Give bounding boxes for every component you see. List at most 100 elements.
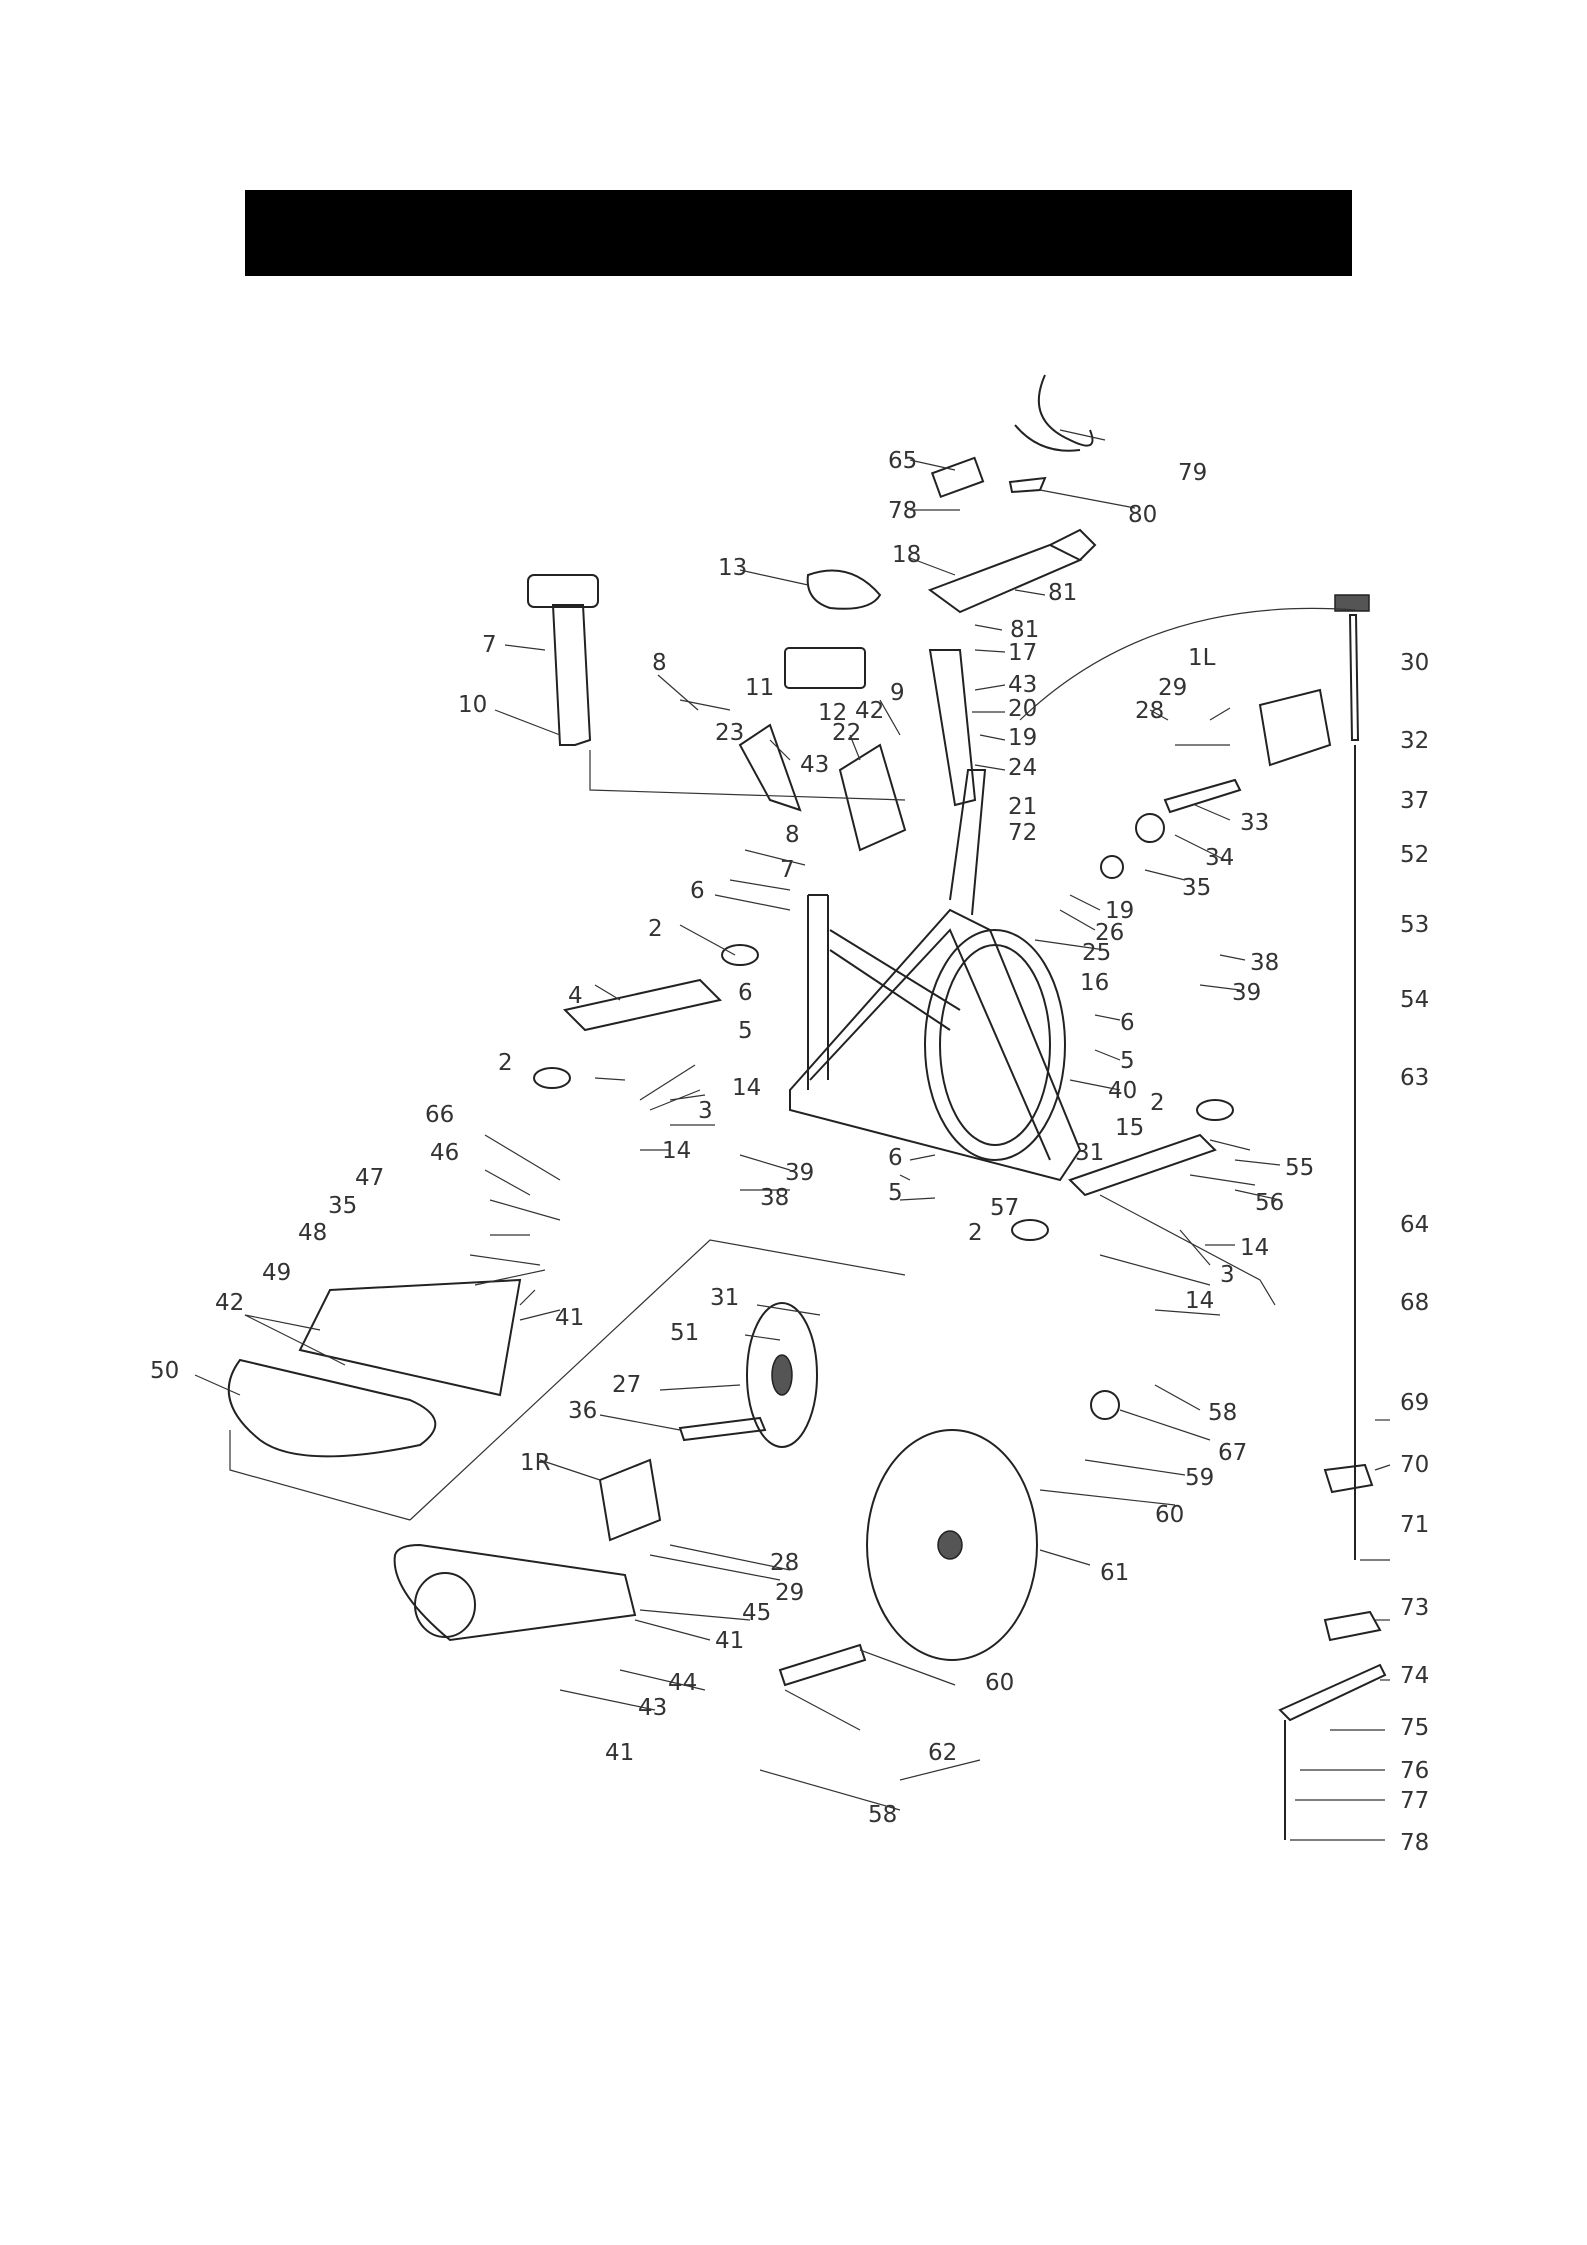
callout-label: 46 (430, 1140, 459, 1166)
callout-label: 67 (1218, 1440, 1247, 1466)
seat (806, 569, 882, 610)
callout-label: 38 (1250, 950, 1279, 976)
callout-label: 26 (1095, 920, 1124, 946)
callout-label: 36 (568, 1398, 597, 1424)
callout-label: 21 (1008, 794, 1037, 820)
callout-label: 14 (662, 1138, 691, 1164)
callout-label: 3 (698, 1098, 713, 1124)
callout-label: 63 (1400, 1065, 1429, 1091)
callout-label: 16 (1080, 970, 1109, 996)
callout-label: 81 (1048, 580, 1077, 606)
guide-line-4 (409, 1239, 906, 1521)
callout-label: 29 (1158, 675, 1187, 701)
callout-label: 6 (1120, 1010, 1135, 1036)
brake-plate (1323, 1610, 1382, 1642)
callout-label: 65 (888, 448, 917, 474)
chain-cover-window (414, 1572, 476, 1638)
seat-tube (949, 769, 987, 916)
belt-pulley-hub (771, 1354, 793, 1396)
callout-label: 3 (1220, 1262, 1235, 1288)
callout-label: 18 (892, 542, 921, 568)
right-crank (678, 1416, 767, 1442)
brake-pad (1323, 1463, 1374, 1494)
left-pedal (1258, 688, 1332, 767)
callout-label: 39 (785, 1160, 814, 1186)
callout-label: 52 (1400, 842, 1429, 868)
callout-label: 60 (1155, 1502, 1184, 1528)
bottle-holder (838, 743, 907, 852)
callout-label: 14 (1240, 1235, 1269, 1261)
callout-label: 35 (1182, 875, 1211, 901)
console (930, 456, 985, 499)
upper-handlebar (927, 528, 1097, 614)
callout-label: 58 (868, 1802, 897, 1828)
callout-label: 74 (1400, 1663, 1429, 1689)
callout-label: 59 (1185, 1465, 1214, 1491)
flywheel-hub (937, 1530, 963, 1560)
callout-label: 47 (355, 1165, 384, 1191)
seat-slider (784, 647, 866, 689)
callout-label: 5 (738, 1018, 753, 1044)
callout-label: 51 (670, 1320, 699, 1346)
callout-label: 5 (888, 1180, 903, 1206)
callout-label: 54 (1400, 987, 1429, 1013)
right-pedal (598, 1458, 662, 1542)
callout-label: 19 (1008, 725, 1037, 751)
callout-label: 14 (1185, 1288, 1214, 1314)
end-cap-front-right (721, 944, 759, 966)
title-bar (245, 190, 1352, 276)
callout-label: 20 (1008, 696, 1037, 722)
callout-label: 27 (612, 1372, 641, 1398)
callout-label: 28 (770, 1550, 799, 1576)
callout-label: 11 (745, 675, 774, 701)
callout-label: 78 (1400, 1830, 1429, 1856)
callout-label: 42 (215, 1290, 244, 1316)
callout-label: 41 (605, 1740, 634, 1766)
callout-label: 13 (718, 555, 747, 581)
bearing-34 (1135, 813, 1165, 843)
rear-stabilizer (1068, 1133, 1217, 1197)
callout-label: 2 (648, 916, 663, 942)
callout-label: 8 (652, 650, 667, 676)
bearing-67 (1090, 1390, 1120, 1420)
callout-label: 6 (690, 878, 705, 904)
callout-label: 1L (1188, 645, 1216, 671)
callout-label: 80 (1128, 502, 1157, 528)
guide-line-5 (1019, 607, 1356, 721)
callout-label: 48 (298, 1220, 327, 1246)
callout-label: 78 (888, 498, 917, 524)
callout-label: 28 (1135, 698, 1164, 724)
callout-label: 40 (1108, 1078, 1137, 1104)
callout-label: 5 (1120, 1048, 1135, 1074)
callout-label: 43 (1008, 672, 1037, 698)
flywheel-axle (778, 1643, 867, 1687)
callout-label: 29 (775, 1580, 804, 1606)
callout-label: 7 (780, 857, 795, 883)
callout-label: 23 (715, 720, 744, 746)
inner-chain-cover (298, 1278, 522, 1397)
guide-line-1 (589, 750, 906, 801)
callout-label: 15 (1115, 1115, 1144, 1141)
callout-label: 43 (800, 752, 829, 778)
callout-label: 17 (1008, 640, 1037, 666)
callout-label: 9 (890, 680, 905, 706)
left-crank (1163, 778, 1242, 814)
callout-label: 2 (498, 1050, 513, 1076)
callout-label: 4 (568, 983, 583, 1009)
belt-pulley (746, 1302, 818, 1448)
callout-label: 77 (1400, 1788, 1429, 1814)
callout-label: 31 (1075, 1140, 1104, 1166)
callout-label: 66 (425, 1102, 454, 1128)
callout-label: 14 (732, 1075, 761, 1101)
callout-label: 62 (928, 1740, 957, 1766)
drawn-parts (227, 374, 1387, 1840)
front-post (807, 894, 829, 1090)
brake-lever (1278, 1663, 1387, 1722)
callout-label: 7 (482, 632, 497, 658)
callout-label: 2 (968, 1220, 983, 1246)
guide-line-3 (229, 1430, 411, 1521)
callout-label: 60 (985, 1670, 1014, 1696)
callout-label: 1R (520, 1450, 551, 1476)
callout-label: 38 (760, 1185, 789, 1211)
